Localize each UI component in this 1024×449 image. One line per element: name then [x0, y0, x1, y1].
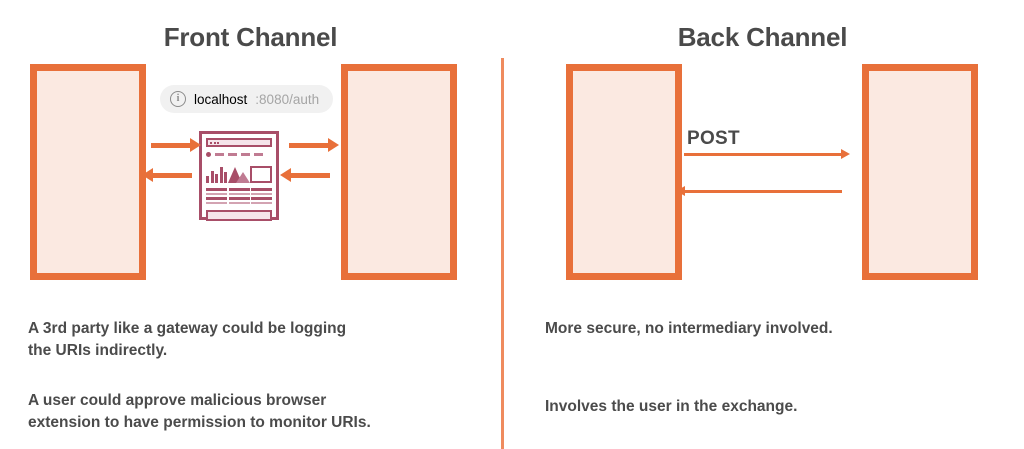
browser-media-row: [206, 163, 272, 183]
panel-divider: [501, 58, 504, 449]
back-channel-title: Back Channel: [677, 22, 848, 52]
browser-footer-bar: [206, 210, 272, 221]
titlebar-dot: [217, 141, 219, 144]
arrow-back-response: [676, 186, 842, 196]
nav-dash: [254, 153, 263, 156]
arrow-front-request-in: [151, 138, 201, 152]
text-column: [206, 188, 227, 204]
url-path: :8080/auth: [255, 91, 320, 107]
text-column: [251, 188, 272, 204]
server-rack-front-right: [341, 64, 457, 280]
arrow-front-response-in: [280, 168, 330, 182]
front-caption-1: A 3rd party like a gateway could be logg…: [28, 320, 347, 359]
nav-dash: [215, 153, 224, 156]
server-rack-front-left: [30, 64, 146, 280]
server-rack-back-right: [862, 64, 978, 280]
image-placeholder-icon: [250, 166, 272, 183]
back-caption-1: More secure, no intermediary involved.: [545, 320, 833, 337]
front-channel-title: Front Channel: [163, 22, 338, 52]
bar-chart-icon: [206, 164, 227, 183]
url-bar[interactable]: i localhost :8080/auth: [160, 85, 334, 113]
post-method-label: POST: [687, 128, 740, 149]
browser-text-grid: [206, 188, 272, 204]
browser-nav-row: [206, 152, 272, 157]
browser-titlebar: [206, 138, 272, 147]
arrow-back-request: [684, 149, 850, 159]
arrow-front-request-out: [289, 138, 339, 152]
titlebar-dot: [213, 141, 216, 144]
arrow-front-response-out: [142, 168, 192, 182]
nav-dash: [228, 153, 237, 156]
browser-window-icon: [199, 131, 279, 221]
text-column: [228, 188, 250, 204]
info-circle-icon: i: [170, 91, 186, 107]
area-chart-icon: [227, 164, 250, 183]
server-rack-back-left: [566, 64, 682, 280]
front-caption-2: A user could approve malicious browser e…: [28, 392, 371, 431]
nav-dash: [241, 153, 250, 156]
nav-bullet-icon: [206, 152, 211, 157]
back-caption-2: Involves the user in the exchange.: [545, 398, 798, 415]
url-host: localhost: [194, 91, 248, 107]
titlebar-dot: [210, 141, 212, 144]
